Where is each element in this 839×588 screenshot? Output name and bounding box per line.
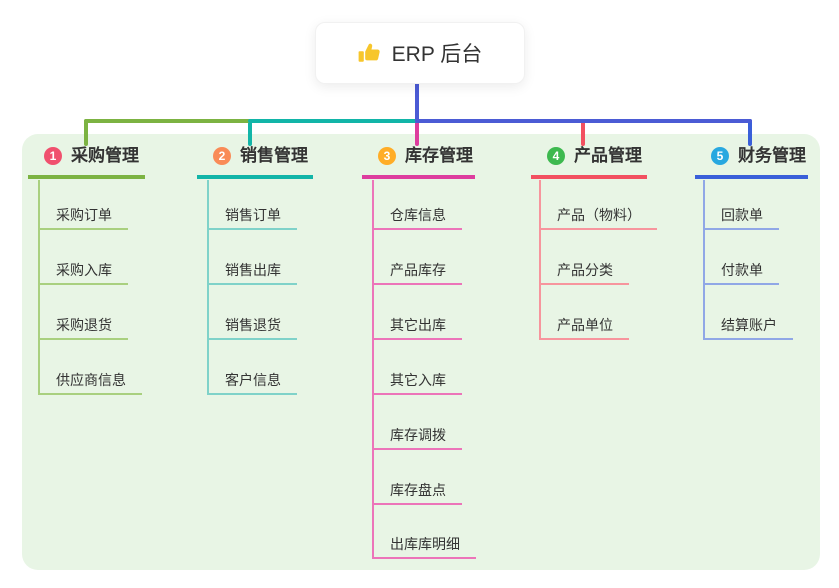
branch-title: 销售管理	[240, 146, 308, 165]
branch-finance-header[interactable]: 5 财务管理	[695, 143, 808, 179]
branch-number-badge: 1	[44, 147, 62, 165]
node-warehouse-info[interactable]: 仓库信息	[372, 202, 462, 230]
connector-branch3-drop	[415, 121, 419, 146]
branch-number-badge: 2	[213, 147, 231, 165]
thumbs-up-icon	[358, 43, 380, 62]
branch-sales-stem	[207, 180, 209, 395]
node-product-stock[interactable]: 产品库存	[372, 257, 462, 285]
branch-title: 库存管理	[405, 146, 473, 165]
node-product-material[interactable]: 产品（物料）	[539, 202, 657, 230]
node-purchase-order[interactable]: 采购订单	[38, 202, 128, 230]
connector-bus-teal	[248, 119, 419, 123]
node-other-inbound[interactable]: 其它入库	[372, 367, 462, 395]
node-stock-transfer[interactable]: 库存调拨	[372, 422, 462, 450]
node-receipt-bill[interactable]: 回款单	[703, 202, 779, 230]
branch-title: 产品管理	[574, 146, 642, 165]
node-sales-return[interactable]: 销售退货	[207, 312, 297, 340]
node-product-unit[interactable]: 产品单位	[539, 312, 629, 340]
connector-branch4-drop	[581, 121, 585, 146]
root-node-erp[interactable]: ERP 后台	[315, 22, 525, 84]
node-payment-bill[interactable]: 付款单	[703, 257, 779, 285]
branch-inventory-stem	[372, 180, 374, 559]
connector-branch5-drop	[748, 119, 752, 146]
node-purchase-inbound[interactable]: 采购入库	[38, 257, 128, 285]
branch-number-badge: 4	[547, 147, 565, 165]
branch-title: 财务管理	[738, 146, 806, 165]
node-sales-outbound[interactable]: 销售出库	[207, 257, 297, 285]
connector-branch2-drop	[248, 119, 252, 146]
node-supplier-info[interactable]: 供应商信息	[38, 367, 142, 395]
connector-branch1-drop	[84, 119, 88, 146]
branch-product-header[interactable]: 4 产品管理	[531, 143, 647, 179]
connector-bus-blue	[415, 119, 752, 123]
mindmap-canvas	[22, 134, 820, 570]
branch-inventory-header[interactable]: 3 库存管理	[362, 143, 475, 179]
branch-number-badge: 5	[711, 147, 729, 165]
branch-finance-stem	[703, 180, 705, 340]
node-other-outbound[interactable]: 其它出库	[372, 312, 462, 340]
node-outbound-detail[interactable]: 出库库明细	[372, 531, 476, 559]
branch-purchase-header[interactable]: 1 采购管理	[28, 143, 145, 179]
branch-product-stem	[539, 180, 541, 340]
node-customer-info[interactable]: 客户信息	[207, 367, 297, 395]
node-purchase-return[interactable]: 采购退货	[38, 312, 128, 340]
root-node-label: ERP 后台	[391, 43, 483, 66]
connector-bus-green	[84, 119, 252, 123]
node-settlement-account[interactable]: 结算账户	[703, 312, 793, 340]
branch-number-badge: 3	[378, 147, 396, 165]
node-product-category[interactable]: 产品分类	[539, 257, 629, 285]
branch-purchase-stem	[38, 180, 40, 395]
branch-sales-header[interactable]: 2 销售管理	[197, 143, 313, 179]
branch-title: 采购管理	[71, 146, 139, 165]
node-stock-taking[interactable]: 库存盘点	[372, 477, 462, 505]
node-sales-order[interactable]: 销售订单	[207, 202, 297, 230]
connector-root-drop	[415, 82, 419, 123]
